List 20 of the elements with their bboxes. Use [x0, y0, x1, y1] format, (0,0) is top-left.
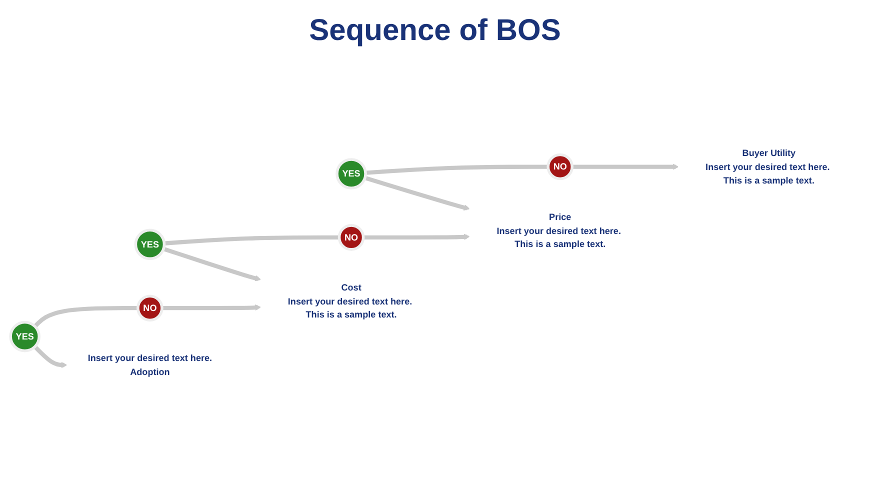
node-text: Buyer Utility Insert your desired text here. This is a sample text. — [706, 147, 830, 185]
arrow — [364, 175, 470, 210]
node-text: Price Insert your desired text here. This is a sample text. — [496, 211, 621, 249]
arrow — [162, 246, 262, 281]
node-circle: YES — [9, 320, 41, 352]
arrow — [572, 163, 679, 170]
connector — [164, 234, 340, 245]
node-circle: NO — [338, 224, 365, 250]
connector — [33, 306, 138, 328]
node-text: Insert your desired text here. Adoption — [88, 352, 212, 376]
title: Sequence of BOS — [308, 14, 562, 48]
arrow — [162, 304, 262, 310]
node-text: Cost Insert your desired text here. This is a sample text. — [288, 282, 412, 320]
arrow — [363, 233, 470, 240]
connector — [365, 164, 548, 174]
node-circle: YES — [336, 158, 367, 189]
node-circle: NO — [546, 152, 574, 180]
node-circle: NO — [136, 294, 164, 321]
arrow — [33, 344, 68, 368]
node-circle: YES — [134, 228, 166, 260]
